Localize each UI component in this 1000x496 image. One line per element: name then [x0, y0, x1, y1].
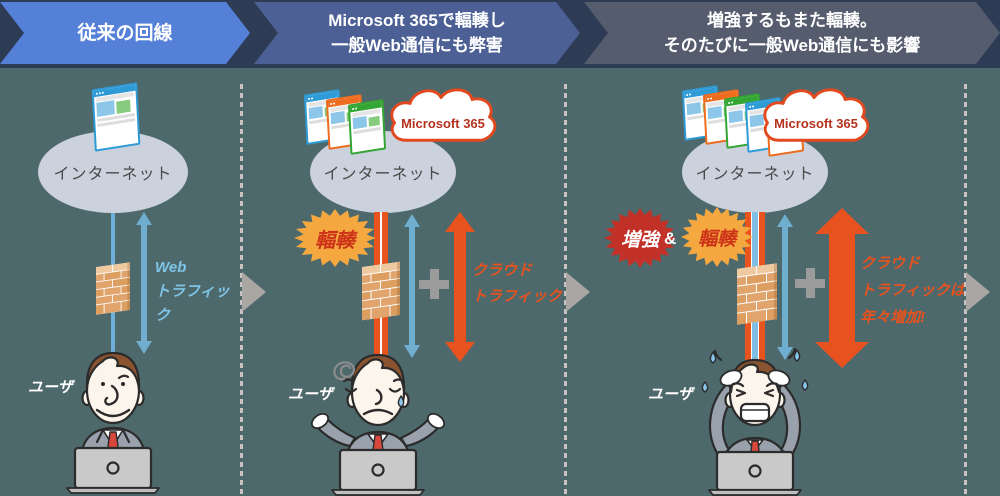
separator-line — [964, 84, 967, 496]
user-illustration-confused — [310, 353, 446, 496]
separator-line — [240, 84, 243, 496]
internet-label: インターネット — [323, 166, 443, 183]
next-panel-arrow-icon — [242, 272, 266, 312]
firewall-icon — [737, 263, 777, 325]
banner-label-line: Microsoft 365で輻輳し — [328, 11, 506, 30]
congestion-burst: 輻輳 — [293, 208, 377, 268]
plus-icon — [419, 269, 449, 299]
user-illustration-happy — [66, 351, 160, 494]
ms365-cloud-icon: Microsoft 365 — [756, 86, 876, 148]
next-panel-arrow-icon — [566, 272, 590, 312]
cloud-traffic-arrow-icon — [445, 212, 475, 362]
header-banner-traditional: 従来の回線 — [0, 2, 250, 64]
browser-window-icon — [91, 82, 141, 152]
congestion-burst-label: 輻輳 — [315, 229, 355, 252]
banner-label-line: 一般Web通信にも弊害 — [331, 36, 503, 55]
user-label: ユーザ — [648, 386, 693, 403]
web-traffic-arrow-icon — [404, 214, 420, 358]
panel-traditional-line: インターネット Web トラフィック ユーザ — [0, 68, 242, 496]
banner-label-line: 増強するもまた輻輳。 — [707, 11, 877, 30]
ms365-cloud-icon: Microsoft 365 — [383, 86, 503, 148]
browser-window-icon — [347, 99, 387, 155]
upgrade-burst-label: 増強 — [620, 229, 659, 251]
congestion-burst-label: 輻輳 — [697, 228, 736, 250]
ms365-label: Microsoft 365 — [774, 115, 858, 131]
separator-line — [564, 84, 567, 496]
firewall-icon — [362, 261, 400, 321]
cloud-traffic-label: クラウド トラフィック — [472, 262, 562, 305]
cloud-traffic-arrow-icon-large — [815, 208, 869, 368]
ms365-label: Microsoft 365 — [401, 115, 485, 131]
header-banner-m365-congestion: Microsoft 365で輻輳し 一般Web通信にも弊害 — [254, 2, 580, 64]
header-banner-upgrade-congestion: 増強するもまた輻輳。 そのたびに一般Web通信にも影響 — [584, 2, 1000, 64]
internet-label: インターネット — [53, 166, 173, 183]
upgrade-burst: 増強 — [603, 207, 677, 269]
web-traffic-label: Web トラフィック — [155, 259, 230, 324]
next-panel-arrow-icon — [966, 272, 990, 312]
user-illustration-panicked — [701, 347, 809, 496]
cloud-traffic-label: クラウド トラフィックは 年々増加! — [860, 255, 965, 326]
plus-icon — [795, 268, 825, 298]
banner-label: 従来の回線 — [77, 22, 173, 44]
ampersand-label: & — [664, 229, 677, 248]
internet-label: インターネット — [695, 166, 815, 183]
panel-upgrade-congestion: インターネット Microsoft 365 — [565, 68, 1000, 496]
web-traffic-arrow-icon — [777, 214, 793, 360]
user-label: ユーザ — [288, 386, 333, 403]
header-band: 従来の回線 Microsoft 365で輻輳し 一般Web通信にも弊害 増強する… — [0, 0, 1000, 68]
congestion-burst: 輻輳 — [680, 206, 754, 268]
panel-m365-congestion: インターネット Microsoft 365 — [242, 68, 565, 496]
web-traffic-arrow-icon — [136, 212, 152, 354]
user-label: ユーザ — [28, 379, 73, 396]
firewall-icon — [96, 262, 130, 315]
banner-label-line: そのたびに一般Web通信にも影響 — [663, 36, 921, 55]
annoyance-scribble-icon — [333, 361, 356, 381]
